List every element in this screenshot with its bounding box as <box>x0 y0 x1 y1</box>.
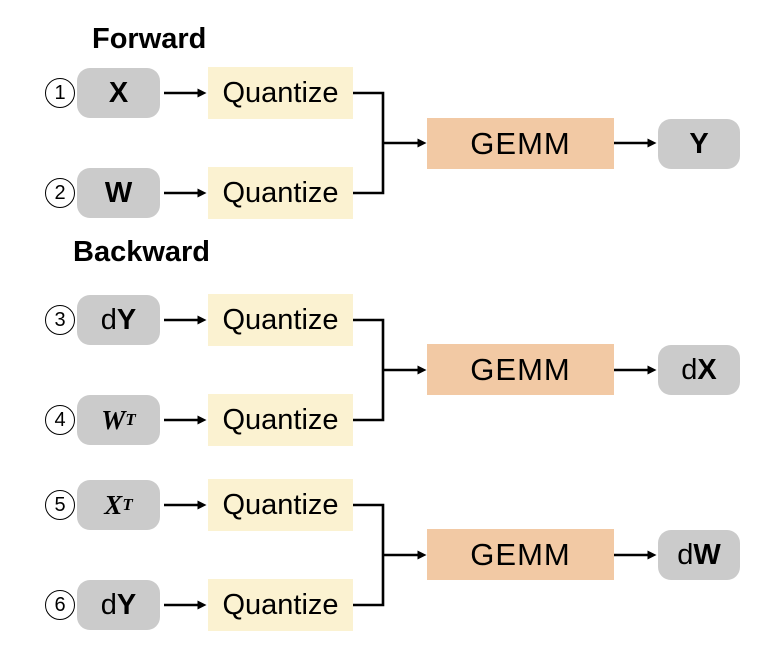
quantize-box-6: Quantize <box>208 579 353 631</box>
merge-wire-forward <box>353 91 385 195</box>
step-number-2-label: 2 <box>54 182 66 204</box>
step-number-2: 2 <box>45 178 75 208</box>
gemm-box-backward-dx: GEMM <box>427 344 614 395</box>
step-number-1-label: 1 <box>54 82 66 104</box>
input-box-w: W <box>77 168 160 218</box>
input-x-main: X <box>108 76 129 109</box>
step-number-5: 5 <box>45 490 75 520</box>
output-dx-main: X <box>697 353 717 386</box>
input-dy-prefix: d <box>100 303 117 336</box>
quantize-box-3: Quantize <box>208 294 353 346</box>
merge-wire-backward-dx <box>353 318 385 422</box>
step-number-6: 6 <box>45 590 75 620</box>
input-box-x: X <box>77 68 160 118</box>
gemm-box-forward: GEMM <box>427 118 614 169</box>
input-wt-main: W <box>101 404 126 435</box>
output-y-main: Y <box>689 127 709 160</box>
input-dy2-prefix: d <box>100 588 117 621</box>
step-number-1: 1 <box>45 78 75 108</box>
section-title-backward: Backward <box>73 236 211 268</box>
step-number-4-label: 4 <box>54 409 66 431</box>
section-title-forward: Forward <box>92 23 207 55</box>
quantize-box-4: Quantize <box>208 394 353 446</box>
quantize-box-5: Quantize <box>208 479 353 531</box>
input-dy-main: Y <box>116 303 137 336</box>
merge-wire-backward-dw <box>353 503 385 607</box>
input-xt-main: X <box>104 489 123 520</box>
quantize-box-2: Quantize <box>208 167 353 219</box>
output-dw-prefix: d <box>677 538 694 571</box>
step-number-6-label: 6 <box>54 594 66 616</box>
step-number-3: 3 <box>45 305 75 335</box>
step-number-5-label: 5 <box>54 494 66 516</box>
input-w-main: W <box>104 176 133 209</box>
output-box-y: Y <box>658 119 740 169</box>
step-number-3-label: 3 <box>54 309 66 331</box>
gemm-box-backward-dw: GEMM <box>427 529 614 580</box>
input-dy2-main: Y <box>116 588 137 621</box>
quantize-box-1: Quantize <box>208 67 353 119</box>
output-dx-prefix: d <box>681 353 698 386</box>
output-dw-main: W <box>693 538 721 571</box>
step-number-4: 4 <box>45 405 75 435</box>
